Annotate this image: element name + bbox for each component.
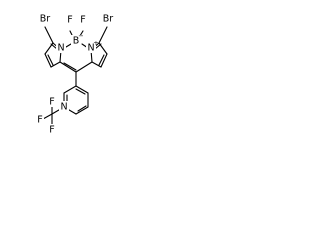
atom-label-layer: Br Br F F B − N N + N F F F <box>35 13 115 136</box>
atom-cf3-f-top: F <box>49 97 54 108</box>
bond-double <box>75 88 86 95</box>
bond <box>75 61 93 73</box>
boron-charge: − <box>78 32 83 40</box>
bond <box>98 26 108 44</box>
bond <box>44 53 52 68</box>
atom-br-right: Br <box>103 14 114 25</box>
bond <box>50 61 61 68</box>
bond <box>100 53 108 68</box>
bond-double <box>98 54 105 66</box>
atom-n-right: N <box>87 43 94 54</box>
molecule-diagram: Br Br F F B − N N + N F F F <box>0 0 152 152</box>
bond-double <box>63 62 77 71</box>
bond <box>59 61 77 73</box>
atom-n-pyridine: N <box>60 102 67 113</box>
atom-boron: B <box>73 36 80 47</box>
bond <box>75 106 89 115</box>
bond-double <box>47 54 54 66</box>
bond <box>63 85 77 94</box>
atom-cf3-f-left: F <box>37 115 42 126</box>
atom-f-left: F <box>67 15 72 26</box>
bond <box>42 113 53 120</box>
atom-n-left: N <box>57 43 64 54</box>
bond-double <box>77 105 87 112</box>
molecule-structure: Br Br F F B − N N + N F F F <box>35 13 115 136</box>
bond <box>75 85 89 94</box>
bond <box>44 26 54 44</box>
atom-br-left: Br <box>40 14 51 25</box>
atom-f-right: F <box>80 15 85 26</box>
n-right-charge: + <box>93 39 98 47</box>
bond <box>91 61 102 68</box>
atom-cf3-f-bottom: F <box>49 125 54 136</box>
